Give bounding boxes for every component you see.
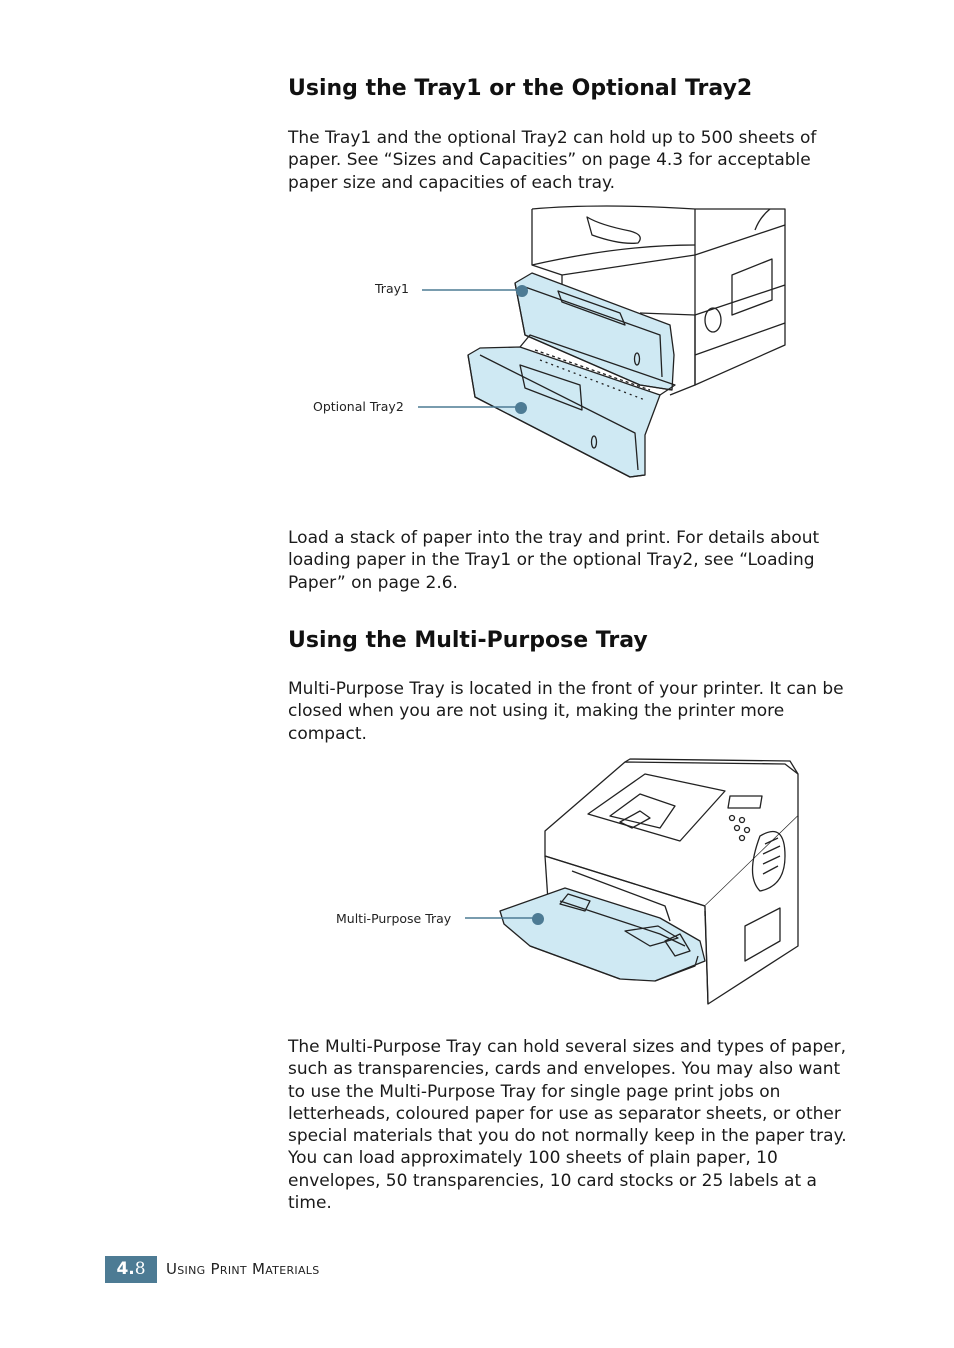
paragraph-load-stack: Load a stack of paper into the tray and …	[288, 528, 820, 593]
callout-multi-purpose-tray: Multi-Purpose Tray	[336, 911, 452, 926]
callout-tray1: Tray1	[375, 281, 409, 296]
section-heading-multi-purpose-tray: Using the Multi-Purpose Tray	[288, 628, 648, 653]
paragraph-mp-tray-capacity: The Multi-Purpose Tray can hold several …	[288, 1037, 847, 1214]
section-heading-tray1: Using the Tray1 or the Optional Tray2	[288, 76, 753, 101]
footer-page: 8	[134, 1259, 146, 1279]
printer-trays-illustration	[418, 205, 786, 478]
section-paragraph-tray1: The Tray1 and the optional Tray2 can hol…	[288, 128, 817, 193]
footer-chapter-title: Using Print Materials	[166, 1260, 320, 1278]
section-paragraph-multi-purpose-tray: Multi-Purpose Tray is located in the fro…	[288, 679, 844, 744]
callout-optional-tray2: Optional Tray2	[313, 399, 404, 414]
multi-purpose-tray-illustration	[465, 758, 799, 1005]
footer-chapter: 4.	[116, 1259, 135, 1279]
footer-page-number: 4.8	[105, 1256, 157, 1283]
